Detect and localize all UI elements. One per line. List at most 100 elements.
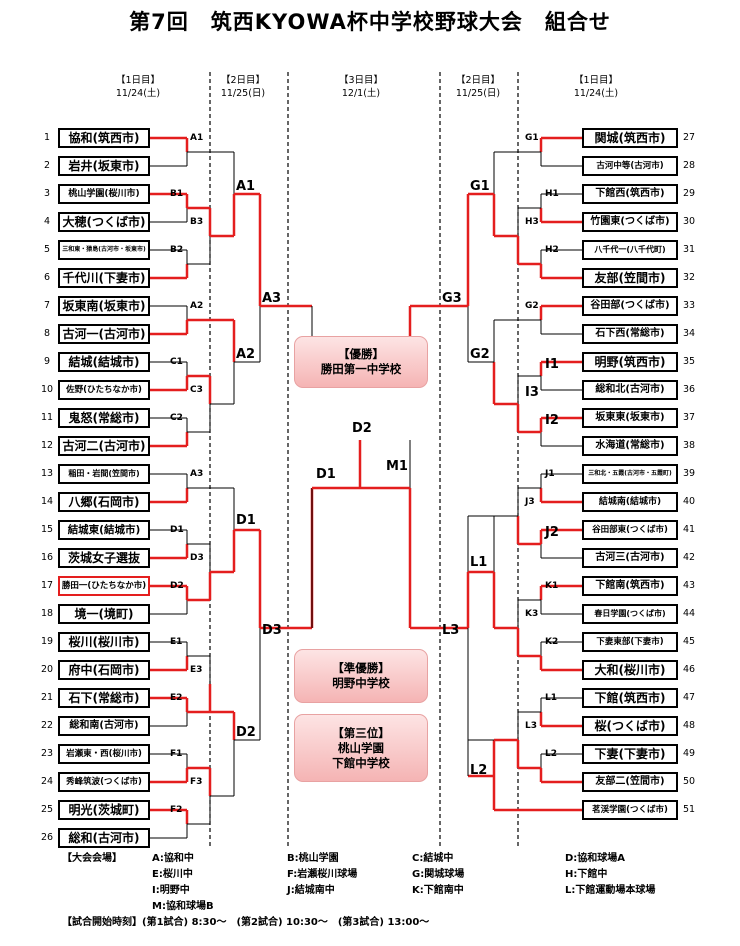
team-box: 秀峰筑波(つくば市) <box>58 772 150 792</box>
team-number: 27 <box>682 132 696 143</box>
team-number: 13 <box>40 468 54 479</box>
day-header-right-day1: 【1日目】11/24(土) <box>551 74 641 100</box>
venue-item: A:協和中 <box>152 853 194 864</box>
venue-item: H:下館中 <box>565 869 608 880</box>
team-number: 6 <box>43 272 51 283</box>
day-header-right-day2: 【2日目】11/25(日) <box>433 74 523 100</box>
team-box: 岩瀬東・西(桜川市) <box>58 744 150 764</box>
game-label: B1 <box>170 189 184 199</box>
team-box: 総和北(古河市) <box>582 380 678 400</box>
game-label: H2 <box>545 245 559 255</box>
team-box: 下妻(下妻市) <box>582 744 678 764</box>
team-box: 勝田一(ひたちなか市) <box>58 576 150 596</box>
team-box: 三和北・五霞(古河市・五霞町) <box>582 464 678 484</box>
team-box: 下館南(筑西市) <box>582 576 678 596</box>
team-number: 8 <box>43 328 51 339</box>
venue-item: L:下館運動場本球場 <box>565 885 656 896</box>
day-date: 11/24(土) <box>115 88 161 99</box>
round-label: A3 <box>262 291 282 306</box>
venue-item: B:桃山学園 <box>287 853 339 864</box>
team-box: 府中(石岡市) <box>58 660 150 680</box>
round-label: D3 <box>262 623 282 638</box>
game-label: G2 <box>525 301 539 311</box>
team-box: 坂東南(坂東市) <box>58 296 150 316</box>
team-number: 51 <box>682 804 696 815</box>
team-number: 36 <box>682 384 696 395</box>
team-box: 結城南(結城市) <box>582 492 678 512</box>
team-number: 40 <box>682 496 696 507</box>
start-times: 【試合開始時刻】(第1試合) 8:30～ (第2試合) 10:30～ (第3試合… <box>62 917 430 928</box>
game-label: M1 <box>386 459 408 474</box>
team-number: 25 <box>40 804 54 815</box>
team-number: 11 <box>40 412 54 423</box>
team-number: 30 <box>682 216 696 227</box>
team-box: 下妻東部(下妻市) <box>582 632 678 652</box>
game-label: J1 <box>545 469 555 479</box>
game-label: A2 <box>190 301 204 311</box>
game-label: F2 <box>170 805 183 815</box>
game-label: I1 <box>545 357 559 372</box>
day-date: 12/1(土) <box>341 88 381 99</box>
venue-item: J:結城南中 <box>287 885 335 896</box>
team-number: 28 <box>682 160 696 171</box>
team-box: 谷田部東(つくば市) <box>582 520 678 540</box>
team-number: 29 <box>682 188 696 199</box>
team-box: 茗渓学園(つくば市) <box>582 800 678 820</box>
game-label: K3 <box>525 609 539 619</box>
third-place-team: 桃山学園 <box>338 740 384 755</box>
team-box: 総和(古河市) <box>58 828 150 848</box>
game-label: H3 <box>525 217 539 227</box>
team-box: 協和(筑西市) <box>58 128 150 148</box>
round-label: G3 <box>442 291 462 306</box>
runner-up-team: 明野中学校 <box>332 676 390 690</box>
game-label: C1 <box>170 357 183 367</box>
game-label: E2 <box>170 693 183 703</box>
champion-team: 勝田第一中学校 <box>320 362 402 376</box>
team-number: 38 <box>682 440 696 451</box>
team-number: 20 <box>40 664 54 675</box>
team-number: 26 <box>40 832 54 843</box>
venue-item: C:結城中 <box>412 853 454 864</box>
team-number: 24 <box>40 776 54 787</box>
team-number: 21 <box>40 692 54 703</box>
game-label: C2 <box>170 413 183 423</box>
page-title: 第7回 筑西KYOWA杯中学校野球大会 組合せ <box>129 10 611 34</box>
team-box: 関城(筑西市) <box>582 128 678 148</box>
team-number: 9 <box>43 356 51 367</box>
game-label: A3 <box>190 469 204 479</box>
team-number: 31 <box>682 244 696 255</box>
team-number: 5 <box>43 244 51 255</box>
day-header-day3: 【3日目】 12/1(土) <box>316 74 406 100</box>
team-number: 41 <box>682 524 696 535</box>
team-number: 47 <box>682 692 696 703</box>
team-number: 12 <box>40 440 54 451</box>
round-label: D1 <box>316 467 336 482</box>
team-box: 下館西(筑西市) <box>582 184 678 204</box>
team-box: 谷田部(つくば市) <box>582 296 678 316</box>
team-box: 桃山学園(桜川市) <box>58 184 150 204</box>
team-number: 49 <box>682 748 696 759</box>
team-box: 岩井(坂東市) <box>58 156 150 176</box>
round-label: G1 <box>470 179 490 194</box>
team-number: 34 <box>682 328 696 339</box>
day-round: 【1日目】 <box>115 75 161 86</box>
game-label: J3 <box>525 497 535 507</box>
team-box: 総和南(古河市) <box>58 716 150 736</box>
team-box: 古河中等(古河市) <box>582 156 678 176</box>
venue-item: F:岩瀬桜川球場 <box>287 869 358 880</box>
game-label: I3 <box>525 385 539 400</box>
team-number: 16 <box>40 552 54 563</box>
team-number: 17 <box>40 580 54 591</box>
team-box: 八郷(石岡市) <box>58 492 150 512</box>
team-box: 佐野(ひたちなか市) <box>58 380 150 400</box>
team-number: 33 <box>682 300 696 311</box>
team-box: 桜(つくば市) <box>582 716 678 736</box>
team-box: 千代川(下妻市) <box>58 268 150 288</box>
team-box: 古河一(古河市) <box>58 324 150 344</box>
day-round: 【3日目】 <box>338 75 384 86</box>
team-number: 14 <box>40 496 54 507</box>
team-box: 鬼怒(常総市) <box>58 408 150 428</box>
venue-item: K:下館南中 <box>412 885 464 896</box>
game-label: C3 <box>190 385 203 395</box>
team-box: 結城(結城市) <box>58 352 150 372</box>
